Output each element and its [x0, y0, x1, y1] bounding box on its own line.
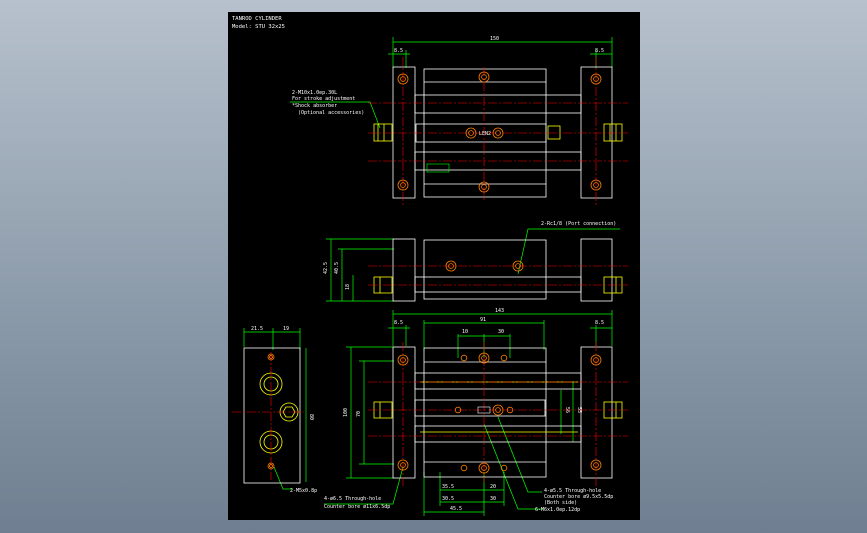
- top-note-4: (Optional accessories): [298, 110, 364, 116]
- front-note-right2: Counter bore ø9.5x5.5dp: [544, 494, 613, 500]
- top-note-1: 2-M10x1.0ep.30L: [292, 90, 337, 96]
- top-body-mark: LEN2: [479, 131, 491, 137]
- top-view: 150 8.5 8.5 2-M10x1.0ep.30L For stroke a…: [290, 36, 628, 207]
- side-dim-low: 18: [345, 284, 351, 290]
- front-dim-height: 100: [343, 408, 349, 417]
- top-dim-overall: 150: [490, 36, 499, 42]
- front-dim-left: 8.5: [394, 320, 403, 326]
- front-note-left1: 4-ø6.5 Through-hole: [324, 496, 381, 502]
- side-view: 42.5 40.5 18 2-Rc1/8 (Port connection): [323, 221, 628, 302]
- top-dim-right: 8.5: [595, 48, 604, 54]
- end-view: 21.5 19 80 2-M5x0.8p: [232, 326, 317, 494]
- front-dim-top: 91: [480, 317, 486, 323]
- front-dim-inner: 70: [356, 411, 362, 417]
- front-dim-a: 10: [462, 329, 468, 335]
- end-dim-h: 80: [308, 414, 314, 420]
- side-dim-height: 42.5: [323, 262, 329, 274]
- front-note-right1: 4-ø5.5 Through-hole: [544, 488, 601, 494]
- front-dim-bot3: 20: [490, 484, 496, 490]
- title-line2: Model: STU 32x25: [232, 24, 285, 30]
- end-note: 2-M5x0.8p: [290, 488, 317, 494]
- cad-drawing: TANROD CYLINDER Model: STU 32x25 150 8.5…: [232, 16, 628, 516]
- front-note-right3: (Both side): [544, 500, 577, 506]
- front-view: 143 8.5 8.5 91 10 30 100 70 56 55 35.5 3…: [324, 308, 628, 516]
- top-note-3: *Shock absorber: [292, 103, 337, 109]
- front-note-right4: 6-M6x1.0ep.12dp: [535, 507, 580, 513]
- top-note-2: For stroke adjustment: [292, 96, 355, 102]
- front-dim-overall: 143: [495, 308, 504, 314]
- end-dim-a: 21.5: [251, 326, 263, 332]
- front-dim-bot4: 30: [490, 496, 496, 502]
- front-dim-bot5: 45.5: [450, 506, 462, 512]
- end-dim-b: 19: [283, 326, 289, 332]
- front-dim-bot2: 30.5: [442, 496, 454, 502]
- title-line1: TANROD CYLINDER: [232, 16, 282, 22]
- side-port-note: 2-Rc1/8 (Port connection): [541, 221, 616, 227]
- drawing-sheet: TANROD CYLINDER Model: STU 32x25 150 8.5…: [228, 12, 640, 520]
- front-dim-right: 8.5: [595, 320, 604, 326]
- top-dim-left: 8.5: [394, 48, 403, 54]
- front-note-left2: Counter bore ø11x6.5dp: [324, 504, 390, 510]
- front-dim-b: 30: [498, 329, 504, 335]
- side-dim-mid: 40.5: [334, 262, 340, 274]
- front-dim-bot1: 35.5: [442, 484, 454, 490]
